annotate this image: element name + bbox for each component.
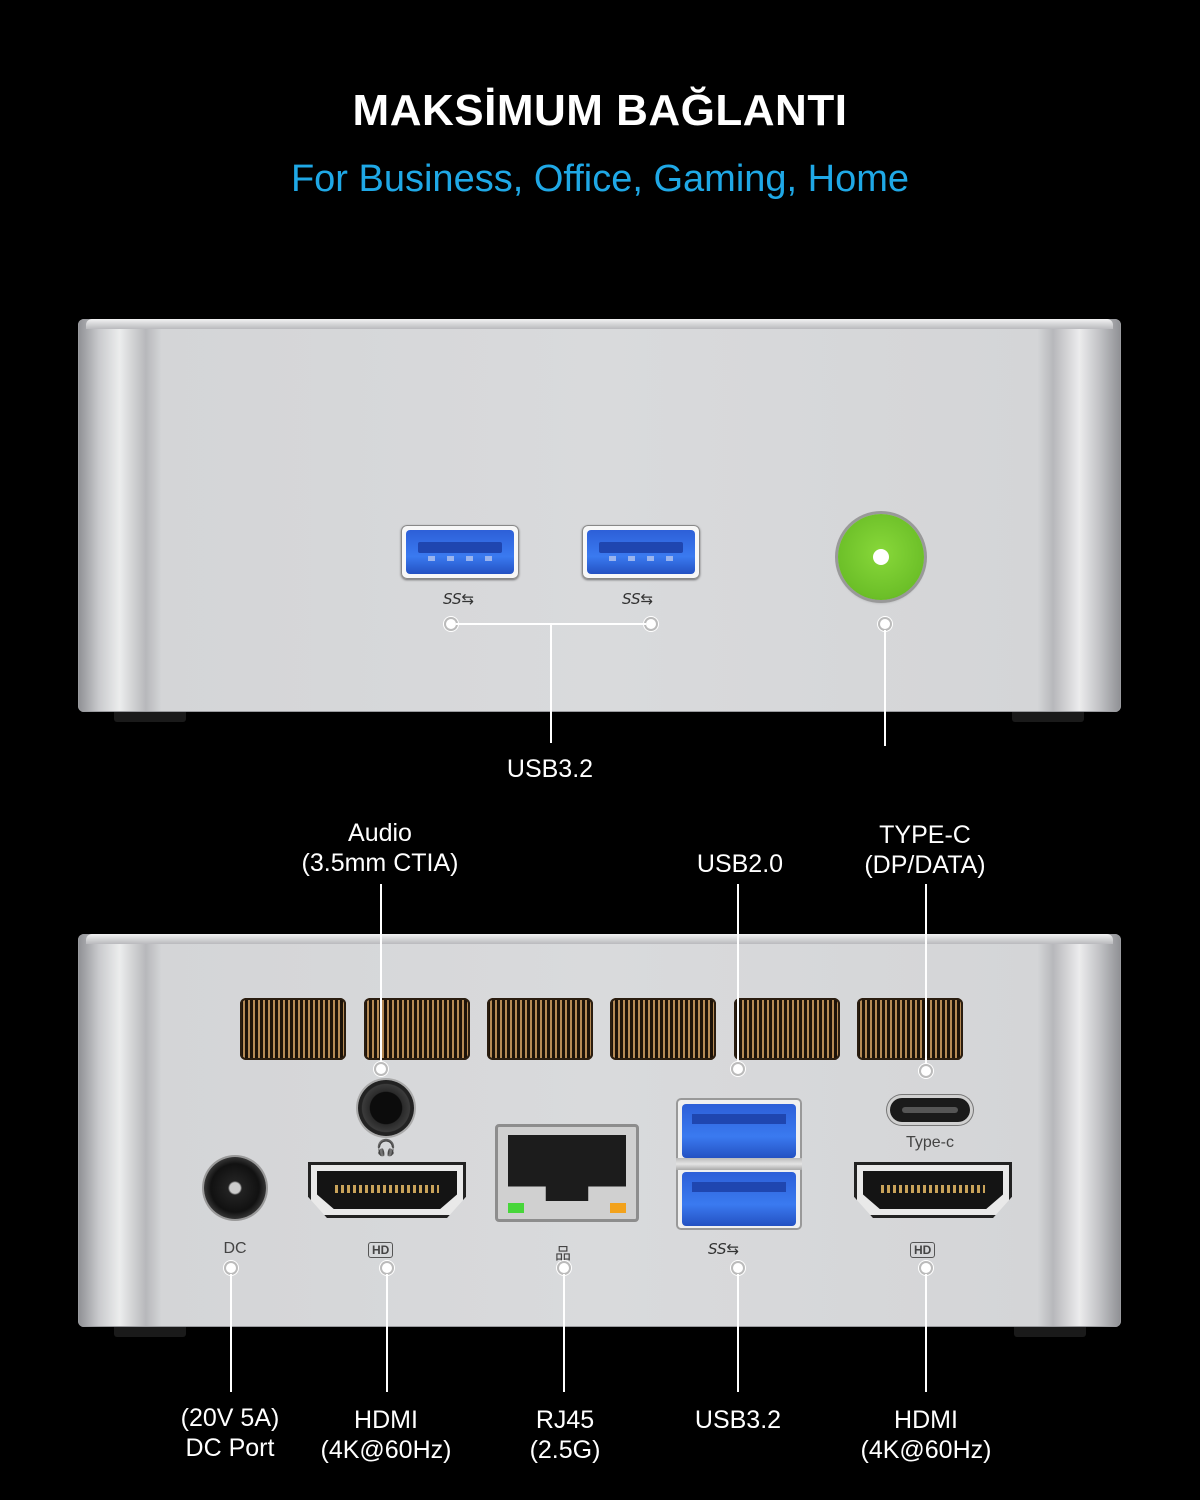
callout-dot: [646, 619, 656, 629]
callout-line: [563, 1274, 565, 1392]
usb2-label: USB2.0: [696, 850, 784, 878]
callout-dot: [376, 1064, 386, 1074]
callout-dot: [226, 1263, 236, 1273]
callout-line: [737, 1274, 739, 1392]
audio-label: Audio (3.5mm CTIA): [301, 819, 459, 877]
vent-grille: [487, 998, 593, 1060]
rear-foot-left: [114, 1327, 186, 1337]
callout-dot: [382, 1263, 392, 1273]
ss-usb-icon: SS⇆: [708, 1240, 740, 1258]
callout-line: [737, 884, 739, 1064]
headphone-icon: 🎧: [376, 1140, 396, 1157]
callout-dot: [733, 1064, 743, 1074]
usb-stack: [676, 1098, 802, 1230]
audio-jack: [358, 1080, 414, 1136]
dc-mark: DC: [223, 1240, 247, 1257]
hd-icon: HD: [368, 1242, 394, 1258]
typec-mark: Type-c: [905, 1134, 954, 1151]
callout-line: [925, 884, 927, 1066]
front-usb-port-1: [401, 525, 519, 579]
callout-line: [230, 1274, 232, 1392]
front-panel: [78, 319, 1121, 712]
callout-line: [456, 623, 646, 625]
typec-label: TYPE-C (DP/DATA): [864, 821, 986, 879]
callout-line: [550, 625, 552, 743]
rj45-label: RJ45 (2.5G): [529, 1406, 601, 1464]
hd-icon: HD: [910, 1242, 936, 1258]
dc-jack: [204, 1157, 266, 1219]
rear-usb3-label: USB3.2: [694, 1406, 782, 1434]
callout-line: [386, 1274, 388, 1392]
callout-line: [925, 1274, 927, 1392]
front-foot-right: [1012, 712, 1084, 722]
callout-dot: [733, 1263, 743, 1273]
hdmi-port-1: [308, 1162, 466, 1218]
hdmi1-label: HDMI (4K@60Hz): [320, 1406, 452, 1464]
page-title: MAKSİMUM BAĞLANTI: [352, 86, 848, 135]
hdmi-port-2: [854, 1162, 1012, 1218]
vent-grille: [734, 998, 840, 1060]
rear-foot-right: [1014, 1327, 1086, 1337]
callout-dot: [446, 619, 456, 629]
typec-port: [890, 1098, 970, 1122]
dc-port-label: (20V 5A) DC Port: [180, 1404, 280, 1462]
ss-usb-icon: SS⇆: [443, 590, 475, 608]
vent-grille: [857, 998, 963, 1060]
front-foot-left: [114, 712, 186, 722]
ss-usb-icon: SS⇆: [622, 590, 654, 608]
callout-dot: [559, 1263, 569, 1273]
rj45-port: [495, 1124, 639, 1222]
callout-dot: [921, 1066, 931, 1076]
callout-line: [380, 884, 382, 1064]
hdmi2-label: HDMI (4K@60Hz): [860, 1406, 992, 1464]
vent-grille: [240, 998, 346, 1060]
callout-dot: [921, 1263, 931, 1273]
front-usb-label: USB3.2: [506, 755, 594, 783]
vent-grille: [610, 998, 716, 1060]
power-button: [838, 514, 924, 600]
callout-dot: [880, 619, 890, 629]
front-usb-port-2: [582, 525, 700, 579]
callout-line: [884, 630, 886, 746]
lan-icon: 品: [554, 1246, 571, 1263]
page-subtitle: For Business, Office, Gaming, Home: [290, 158, 910, 200]
